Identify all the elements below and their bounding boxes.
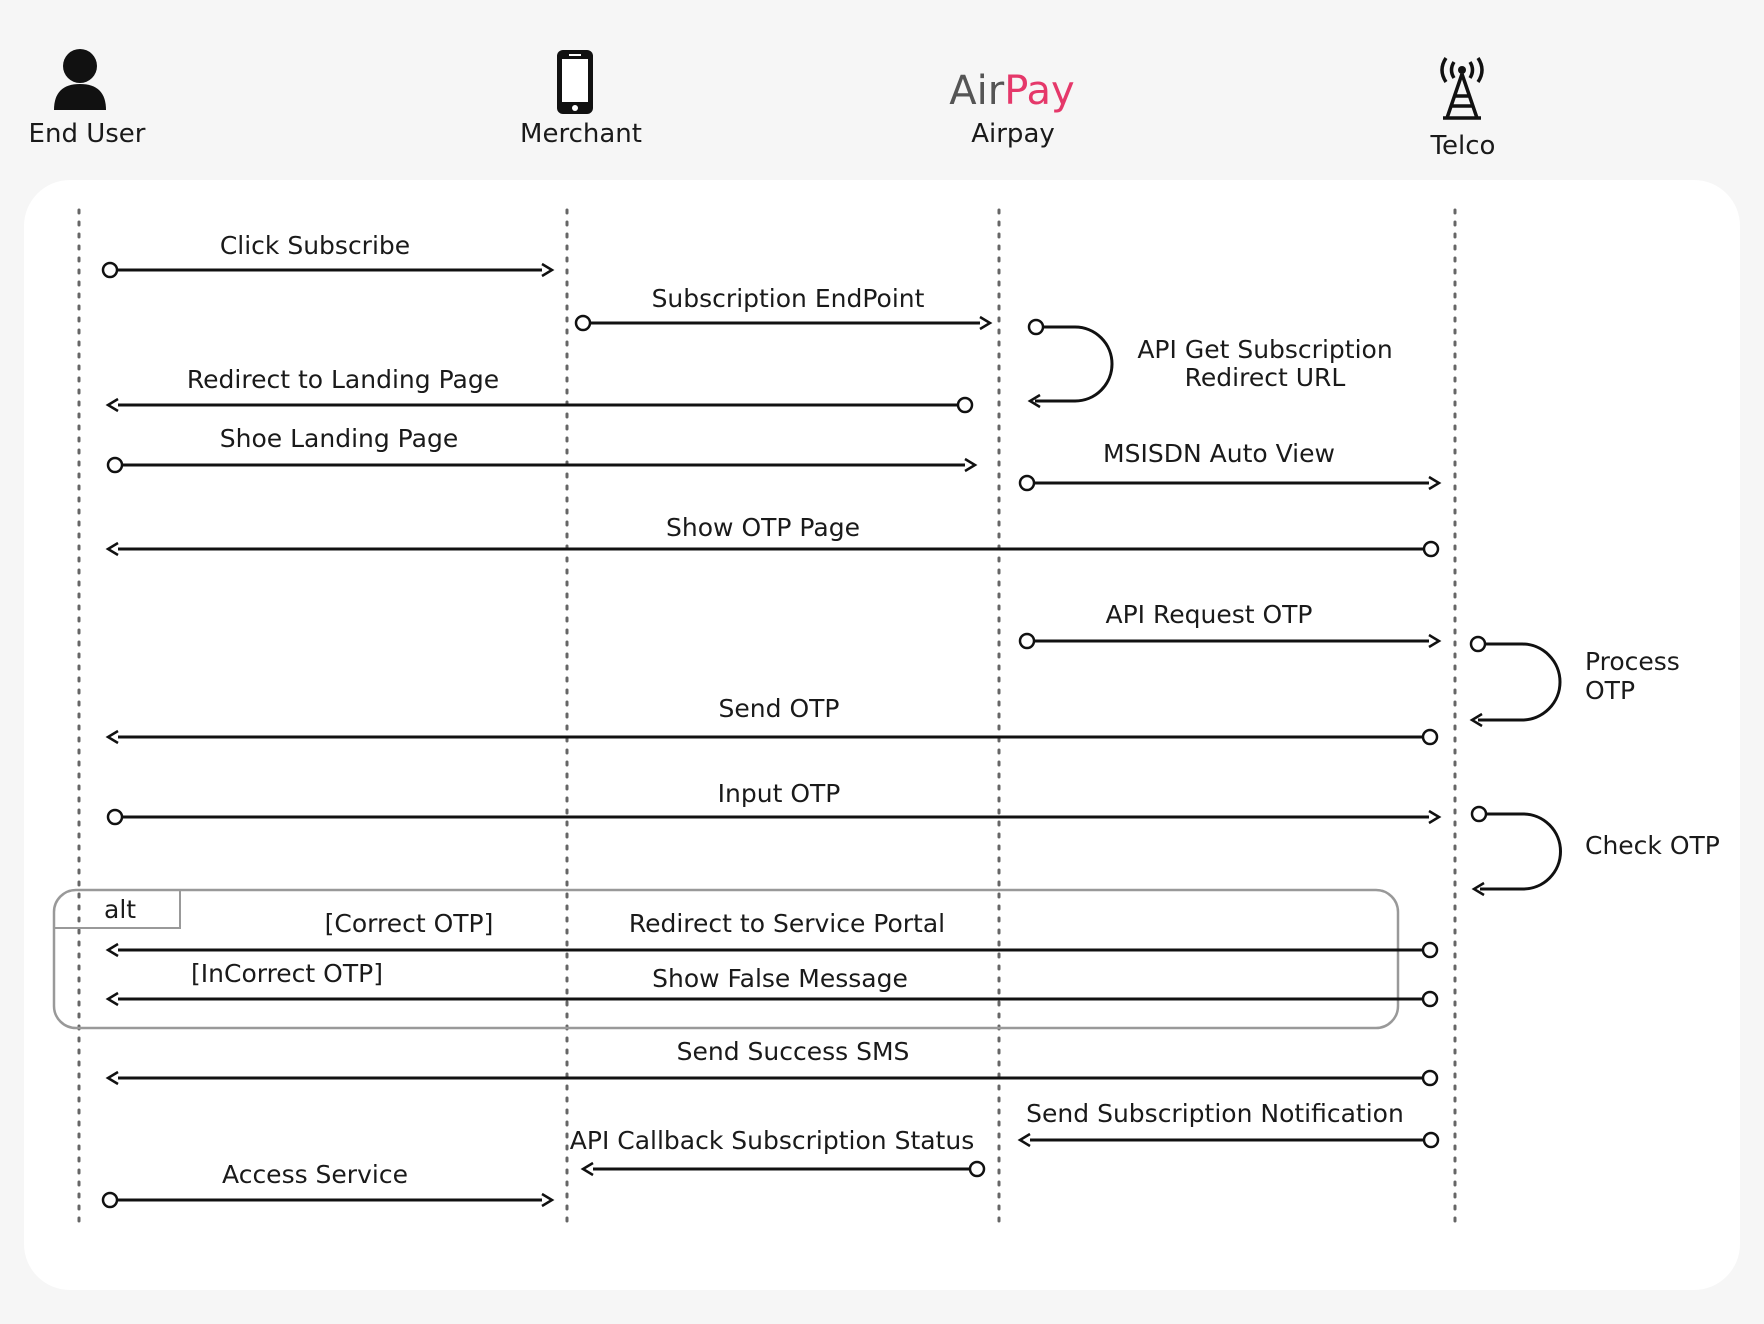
message-send-success-sms: Send Success SMS <box>105 1037 1439 1087</box>
svg-text:AirPay: AirPay <box>949 68 1074 114</box>
message-input-otp: Input OTP <box>106 779 1442 826</box>
svg-text:Send Subscription Notification: Send Subscription Notification <box>1026 1099 1404 1128</box>
svg-text:Check OTP: Check OTP <box>1585 831 1720 860</box>
svg-text:Redirect to Service Portal: Redirect to Service Portal <box>629 909 945 938</box>
alt-fragment: alt <box>52 888 1400 1030</box>
airpay-logo: AirPay <box>949 68 1074 114</box>
guard-incorrect-otp: [InCorrect OTP] <box>191 959 383 988</box>
self-message-check-otp: Check OTP <box>1470 805 1720 897</box>
message-api-callback-subscription-status: API Callback Subscription Status <box>570 1126 986 1178</box>
actor-label-enduser: End User <box>29 119 146 149</box>
diagram-panel <box>24 180 1740 1290</box>
actor-label-merchant: Merchant <box>520 119 642 149</box>
smartphone-icon <box>557 50 593 114</box>
message-msisdn-auto-view: MSISDN Auto View <box>1018 439 1442 492</box>
actor-label-airpay: Airpay <box>971 119 1055 149</box>
cell-tower-icon <box>1440 57 1484 120</box>
message-redirect-service-portal: [Correct OTP] Redirect to Service Portal <box>105 909 1439 959</box>
message-shoe-landing-page: Shoe Landing Page <box>106 424 978 474</box>
person-icon <box>54 49 106 110</box>
svg-text:Input OTP: Input OTP <box>718 779 841 808</box>
svg-text:Redirect URL: Redirect URL <box>1185 363 1346 392</box>
svg-text:Access Service: Access Service <box>222 1160 408 1189</box>
message-show-false-message: [InCorrect OTP] Show False Message <box>105 959 1439 1008</box>
svg-text:Redirect to Landing Page: Redirect to Landing Page <box>187 365 499 394</box>
svg-text:Process: Process <box>1585 647 1680 676</box>
message-subscription-endpoint: Subscription EndPoint <box>574 284 993 332</box>
message-send-subscription-notification: Send Subscription Notification <box>1017 1099 1440 1149</box>
message-access-service: Access Service <box>101 1160 555 1209</box>
message-send-otp: Send OTP <box>105 694 1439 746</box>
svg-text:API Request OTP: API Request OTP <box>1105 600 1312 629</box>
svg-text:API Get Subscription: API Get Subscription <box>1137 335 1392 364</box>
svg-text:Show False Message: Show False Message <box>652 964 908 993</box>
svg-text:Shoe Landing Page: Shoe Landing Page <box>220 424 458 453</box>
svg-text:Send Success SMS: Send Success SMS <box>677 1037 910 1066</box>
svg-text:Send OTP: Send OTP <box>719 694 840 723</box>
message-show-otp-page: Show OTP Page <box>105 513 1440 558</box>
message-api-request-otp: API Request OTP <box>1018 600 1442 650</box>
svg-text:MSISDN Auto View: MSISDN Auto View <box>1103 439 1335 468</box>
svg-text:Show OTP Page: Show OTP Page <box>666 513 860 542</box>
alt-operator-label: alt <box>104 895 136 924</box>
actor-label-telco: Telco <box>1430 131 1496 161</box>
svg-text:API Callback Subscription Stat: API Callback Subscription Status <box>570 1126 974 1155</box>
svg-text:OTP: OTP <box>1585 676 1635 705</box>
svg-text:Click Subscribe: Click Subscribe <box>220 231 410 260</box>
message-redirect-landing-page: Redirect to Landing Page <box>105 365 974 414</box>
svg-text:Subscription EndPoint: Subscription EndPoint <box>652 284 925 313</box>
message-click-subscribe: Click Subscribe <box>101 231 555 279</box>
guard-correct-otp: [Correct OTP] <box>325 909 494 938</box>
self-message-api-get-subscription: API Get Subscription Redirect URL <box>1027 318 1393 409</box>
self-message-process-otp: Process OTP <box>1469 635 1680 728</box>
